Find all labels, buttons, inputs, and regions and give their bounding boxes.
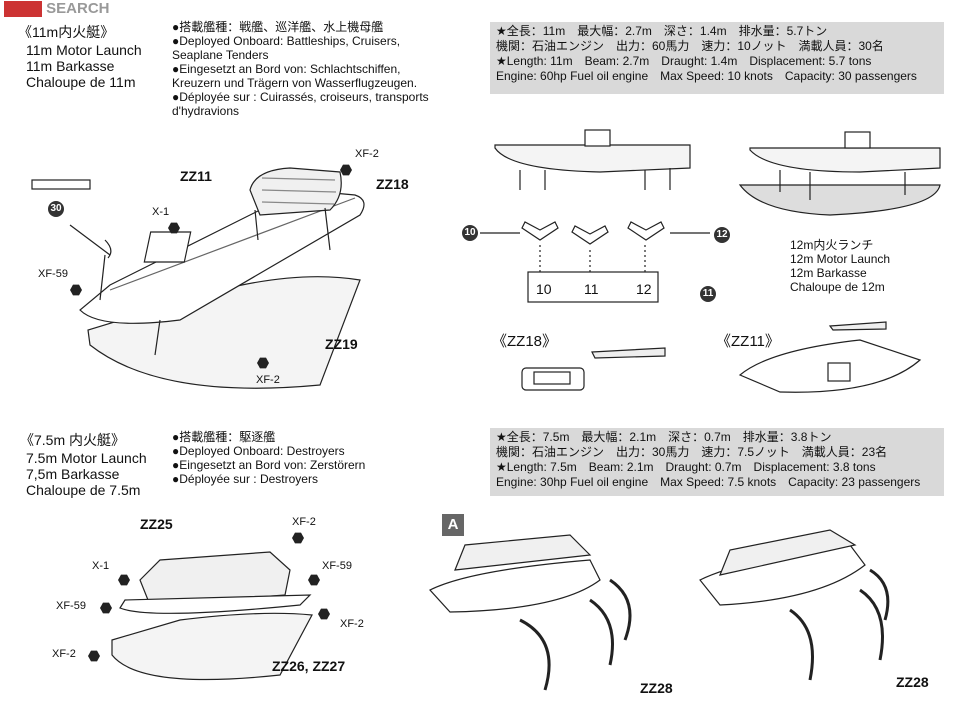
- side-view-11m-drawing: [494, 144, 691, 173]
- deploy-11m-en: ●Deployed Onboard: Battleships, Cruisers…: [172, 34, 401, 48]
- cradle-11-drawing: [571, 225, 609, 245]
- part-zz26-zz27-label: ZZ26, ZZ27: [272, 658, 346, 674]
- section-11m-title-en: 11m Motor Launch: [26, 42, 142, 58]
- xf2-hex-icon-75-left: [88, 650, 100, 662]
- side-view-12m-drawing: [749, 147, 941, 173]
- part-xf2-label-75-left: XF-2: [52, 648, 76, 660]
- sub-zz11-title: 《ZZ11》: [716, 333, 780, 350]
- sub-zz18-title: 《ZZ18》: [492, 333, 558, 350]
- section-12m-en: 12m Motor Launch: [790, 252, 891, 266]
- deploy-11m-jp: ●搭載艦種：戦艦、巡洋艦、水上機母艦: [172, 20, 384, 34]
- section-75-title-fr: Chaloupe de 7.5m: [26, 482, 141, 498]
- spec-75-line4: Engine: 30hp Fuel oil engine Max Speed: …: [496, 475, 921, 489]
- section-12m-de: 12m Barkasse: [790, 266, 867, 280]
- deploy-75-en: ●Deployed Onboard: Destroyers: [172, 444, 345, 458]
- cabin-zz11-drawing: [143, 231, 192, 263]
- deploy-11m-de-2: Kreuzern und Trägern von Wasserflugzeuge…: [172, 76, 418, 90]
- xf59-hex-icon-75-right: [308, 574, 320, 586]
- deploy-11m-en-2: Seaplane Tenders: [172, 48, 269, 62]
- part-zz25-label: ZZ25: [140, 516, 173, 532]
- label-strip-drawing: [527, 271, 659, 303]
- deploy-11m-fr-2: d'hydravions: [172, 104, 239, 118]
- spec-75-line1: ★全長：7.5m 最大幅：2.1m 深さ：0.7m 排水量：3.8トン: [496, 430, 832, 444]
- section-11m-title-de: 11m Barkasse: [26, 58, 115, 74]
- deck-drawing: [79, 189, 365, 324]
- part-xf2-label-top: XF-2: [355, 148, 379, 160]
- strip-label-11: 11: [584, 281, 599, 297]
- spec-11m-line2: 機関：石油エンジン 出力：60馬力 速力：10ノット 満載人員：30名: [496, 39, 884, 53]
- section-75-title-en: 7.5m Motor Launch: [26, 450, 147, 466]
- section-75-title-de: 7,5m Barkasse: [26, 466, 120, 482]
- spec-11m-line3: ★Length: 11m Beam: 2.7m Draught: 1.4m Di…: [496, 54, 872, 68]
- spec-11m-line1: ★全長：11m 最大幅：2.7m 深さ：1.4m 排水量：5.7トン: [496, 24, 828, 38]
- spec-11m-line4: Engine: 60hp Fuel oil engine Max Speed: …: [496, 69, 917, 83]
- part-zz19-label: ZZ19: [325, 336, 358, 352]
- small-part-drawing: [31, 179, 91, 190]
- x1-hex-icon-75: [118, 574, 130, 586]
- deploy-11m-de: ●Eingesetzt an Bord von: Schlachtschiffe…: [172, 62, 401, 76]
- step-a-box: A: [442, 514, 464, 536]
- part-12-badge: 12: [714, 227, 730, 243]
- watermark-logo: SEARCH: [4, 0, 110, 18]
- section-11m-title-jp: 《11m内火艇》: [18, 24, 115, 40]
- strip-label-10: 10: [536, 281, 552, 297]
- part-xf2-label-75-right: XF-2: [340, 618, 364, 630]
- section-75-title-jp: 《7.5m 内火艇》: [20, 432, 126, 448]
- section-11m-title-fr: Chaloupe de 11m: [26, 74, 136, 90]
- watermark-text: SEARCH: [46, 0, 110, 17]
- spec-box-11m: ★全長：11m 最大幅：2.7m 深さ：1.4m 排水量：5.7トン 機関：石油…: [490, 22, 944, 94]
- part-zz11-label: ZZ11: [180, 168, 212, 184]
- section-12m-fr: Chaloupe de 12m: [790, 280, 885, 294]
- spec-75-line3: ★Length: 7.5m Beam: 2.1m Draught: 0.7m D…: [496, 460, 876, 474]
- step-30-badge: 30: [48, 201, 64, 217]
- xf2-hex-icon-75-right: [318, 608, 330, 620]
- part-xf2-label-75-top: XF-2: [292, 516, 316, 528]
- part-xf59-label-75-left: XF-59: [56, 600, 86, 612]
- deploy-75-fr: ●Déployée sur : Destroyers: [172, 472, 318, 486]
- xf59-hex-icon: [70, 284, 82, 296]
- xf59-hex-icon-75-left: [100, 602, 112, 614]
- cradle-10-drawing: [521, 221, 559, 241]
- part-x1-label-75: X-1: [92, 560, 110, 572]
- deploy-75-de: ●Eingesetzt an Bord von: Zerstörern: [172, 458, 366, 472]
- part-xf59-label: XF-59: [38, 268, 68, 280]
- part-10-badge: 10: [462, 225, 478, 241]
- part-xf59-label-75-right: XF-59: [322, 560, 352, 572]
- deploy-75-jp: ●搭載艦種：駆逐艦: [172, 430, 276, 444]
- xf2-hex-icon-top: [340, 164, 352, 176]
- hull-zz19-drawing: [87, 276, 361, 389]
- cradle-12-drawing: [627, 221, 665, 241]
- part-11-badge: 11: [700, 286, 716, 302]
- cradle-zz28-left-drawing: [519, 578, 632, 691]
- cradle-zz28-right-drawing: [789, 568, 890, 681]
- part-zz18-label: ZZ18: [376, 176, 409, 192]
- part-xf2-label-bottom: XF-2: [256, 374, 280, 386]
- spec-75-line2: 機関：石油エンジン 出力：30馬力 速力：7.5ノット 満載人員：23名: [496, 445, 888, 459]
- part-zz28-label-left: ZZ28: [640, 680, 673, 696]
- launch-a-left-drawing: [429, 559, 601, 613]
- spec-box-75: ★全長：7.5m 最大幅：2.1m 深さ：0.7m 排水量：3.8トン 機関：石…: [490, 428, 944, 496]
- xf2-hex-icon-bottom: [257, 357, 269, 369]
- xf2-hex-icon-75-top: [292, 532, 304, 544]
- deploy-11m-fr: ●Déployée sur : Cuirassés, croiseurs, tr…: [172, 90, 429, 104]
- x1-hex-icon: [168, 222, 180, 234]
- section-12m-jp: 12m内火ランチ: [790, 238, 874, 252]
- part-zz28-label-right: ZZ28: [896, 674, 929, 690]
- watermark-icon: [4, 1, 42, 18]
- hull-zz26-drawing: [111, 612, 313, 681]
- deck-75-drawing: [119, 594, 312, 614]
- part-x1-label: X-1: [152, 206, 170, 218]
- strip-label-12: 12: [636, 281, 652, 297]
